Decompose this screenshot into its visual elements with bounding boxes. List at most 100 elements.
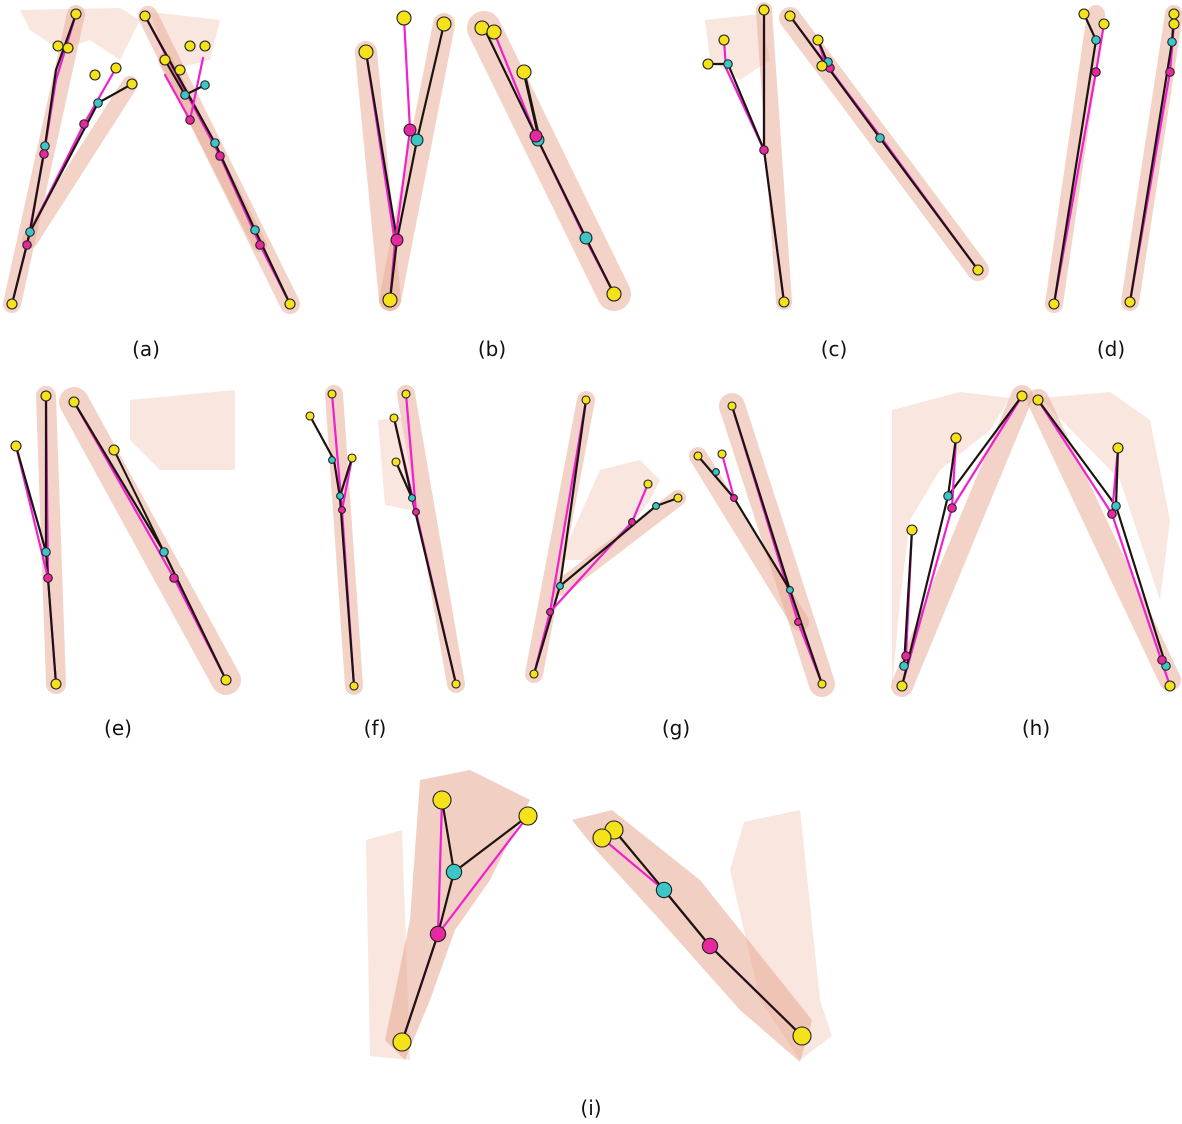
- mid-joint-gt-a: [211, 139, 220, 148]
- mid-joint-pred-a: [256, 241, 265, 250]
- mid-joint-gt-h: [944, 492, 953, 501]
- mask-layer: [12, 8, 1174, 1062]
- tip-joint-f: [452, 680, 460, 688]
- tip-joint-a: [285, 299, 295, 309]
- tip-joint-e: [69, 397, 79, 407]
- mid-joint-gt-f: [409, 495, 416, 502]
- tip-joint-a: [127, 79, 137, 89]
- mid-joint-pred-e: [44, 574, 53, 583]
- mask-band-b: [390, 24, 444, 300]
- tip-joint-f: [402, 390, 410, 398]
- ground-truth-bone-e: [164, 552, 226, 680]
- mid-joint-gt-g: [787, 587, 794, 594]
- mid-joint-gt-a: [41, 142, 50, 151]
- mid-joint-pred-f: [413, 509, 420, 516]
- panel-caption-b: (b): [478, 337, 506, 361]
- tip-joint-a: [160, 55, 170, 65]
- mid-joint-pred-i: [702, 938, 717, 953]
- predicted-bone-b: [404, 18, 410, 130]
- mid-joint-pred-b: [530, 130, 542, 142]
- tip-joint-d: [1049, 299, 1059, 309]
- tip-joint-g: [530, 670, 538, 678]
- tip-joint-c: [813, 35, 823, 45]
- panel-caption-h: (h): [1022, 716, 1050, 740]
- mid-joint-gt-c: [724, 60, 733, 69]
- tip-joint-h: [951, 433, 961, 443]
- mid-joint-gt-a: [181, 91, 190, 100]
- ground-truth-bone-c: [880, 138, 978, 270]
- tip-joint-e: [41, 391, 51, 401]
- mid-joint-pred-i: [430, 926, 445, 941]
- tip-joint-b: [359, 45, 373, 59]
- panel-caption-i: (i): [580, 1096, 601, 1120]
- mid-joint-pred-f: [339, 507, 346, 514]
- mid-joint-pred-h: [1108, 510, 1117, 519]
- tip-joint-e: [11, 441, 21, 451]
- mask-band-a: [165, 60, 260, 245]
- mid-joint-pred-a: [40, 150, 49, 159]
- mid-joint-pred-d: [1166, 68, 1175, 77]
- mid-joint-gt-h: [1112, 502, 1121, 511]
- tip-joint-c: [785, 11, 795, 21]
- tip-joint-b: [397, 11, 411, 25]
- mask-region-i: [385, 770, 530, 1060]
- panel-caption-e: (e): [104, 716, 132, 740]
- mid-joint-pred-g: [629, 519, 636, 526]
- tip-joint-a: [53, 41, 63, 51]
- mask-band-f: [406, 394, 456, 684]
- tip-joint-a: [7, 299, 17, 309]
- tip-joint-c: [759, 5, 769, 15]
- tip-joint-g: [818, 680, 826, 688]
- tip-joint-a: [71, 9, 81, 19]
- tip-joint-c: [817, 61, 827, 71]
- tip-joint-a: [200, 41, 210, 51]
- mid-joint-gt-g: [653, 503, 660, 510]
- tip-joint-d: [1099, 19, 1109, 29]
- mid-joint-gt-d: [1092, 36, 1101, 45]
- mid-joint-pred-a: [23, 241, 32, 250]
- mid-joint-gt-i: [446, 864, 461, 879]
- mask-band-c: [764, 10, 784, 302]
- tip-joint-e: [221, 675, 231, 685]
- tip-joint-g: [718, 450, 726, 458]
- tip-joint-d: [1169, 9, 1179, 19]
- mid-joint-gt-e: [160, 548, 169, 557]
- tip-joint-h: [907, 525, 917, 535]
- tip-joint-g: [694, 452, 702, 460]
- tip-joint-d: [1169, 19, 1179, 29]
- tip-joint-b: [607, 287, 621, 301]
- panel-caption-c: (c): [821, 337, 848, 361]
- mid-joint-pred-h: [902, 652, 911, 661]
- mid-joint-pred-a: [216, 152, 225, 161]
- tip-joint-h: [1033, 395, 1043, 405]
- mid-joint-pred-g: [547, 609, 554, 616]
- mid-joint-gt-g: [557, 583, 564, 590]
- tip-joint-b: [487, 25, 501, 39]
- tip-joint-i: [519, 807, 537, 825]
- mask-region-e: [130, 390, 235, 470]
- tip-joint-d: [1125, 297, 1135, 307]
- mid-joint-gt-f: [337, 493, 344, 500]
- tip-joint-e: [109, 445, 119, 455]
- tip-joint-c: [973, 265, 983, 275]
- tip-joint-c: [703, 59, 713, 69]
- mid-joint-pred-e: [170, 574, 179, 583]
- tip-joint-f: [390, 414, 398, 422]
- mid-joint-gt-a: [201, 81, 210, 90]
- mid-joint-gt-d: [1168, 38, 1177, 47]
- mid-joint-gt-h: [900, 662, 909, 671]
- tip-joint-g: [728, 402, 736, 410]
- tip-joint-a: [140, 11, 150, 21]
- tip-joint-h: [1113, 443, 1123, 453]
- tip-joint-a: [111, 63, 121, 73]
- tip-joint-i: [793, 1027, 811, 1045]
- tip-joint-h: [897, 681, 907, 691]
- mid-joint-pred-c: [760, 146, 769, 155]
- tip-joint-h: [1165, 681, 1175, 691]
- tip-joint-a: [63, 43, 73, 53]
- ground-truth-bone-d: [1054, 40, 1096, 304]
- tip-joint-g: [644, 480, 652, 488]
- panel-caption-g: (g): [662, 716, 690, 740]
- tip-joint-f: [306, 412, 314, 420]
- tip-joint-f: [328, 390, 336, 398]
